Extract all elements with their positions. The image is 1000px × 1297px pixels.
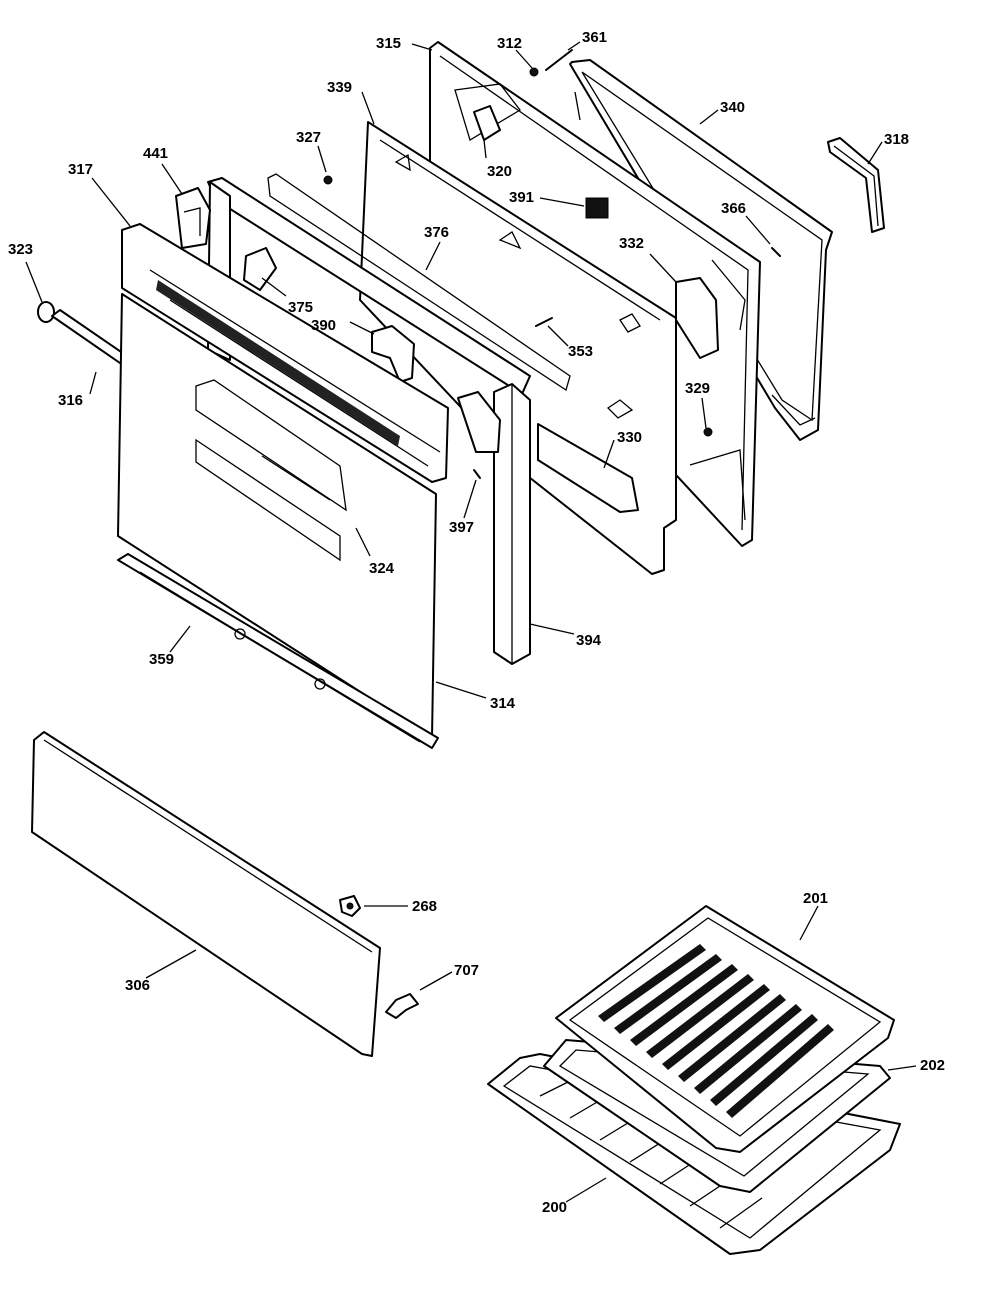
label-312: 312 — [497, 35, 522, 52]
part-318-hinge-bracket — [827, 137, 885, 233]
label-320: 320 — [487, 163, 512, 180]
label-329: 329 — [685, 380, 710, 397]
label-317: 317 — [68, 161, 93, 178]
part-306-drawer-panel — [31, 731, 381, 1057]
label-353: 353 — [568, 343, 593, 360]
leader-lines — [25, 41, 917, 1203]
part-366-screw — [771, 247, 781, 257]
label-361: 361 — [582, 29, 607, 46]
part-353-screw — [535, 317, 553, 327]
part-320-hinge — [473, 105, 501, 141]
label-314: 314 — [490, 695, 516, 712]
label-376: 376 — [424, 224, 449, 241]
part-441-bracket — [175, 187, 211, 249]
part-268-clip — [339, 895, 361, 917]
label-391: 391 — [509, 189, 534, 206]
part-359-bottom-trim — [117, 553, 439, 749]
label-390: 390 — [311, 317, 336, 334]
label-366: 366 — [721, 200, 746, 217]
label-324: 324 — [369, 560, 395, 577]
label-339: 339 — [327, 79, 352, 96]
part-312-screw — [529, 67, 539, 77]
label-330: 330 — [617, 429, 642, 446]
part-201-broiler-grid — [555, 905, 895, 1153]
part-707-fastener — [385, 993, 419, 1019]
part-394-side-trim — [457, 383, 531, 665]
label-306: 306 — [125, 977, 150, 994]
part-361-screw — [545, 49, 573, 71]
label-318: 318 — [884, 131, 909, 148]
label-340: 340 — [720, 99, 745, 116]
label-323: 323 — [8, 241, 33, 258]
part-397-screw — [473, 469, 481, 479]
label-441: 441 — [143, 145, 168, 162]
label-359: 359 — [149, 651, 174, 668]
part-317-vent-panel — [121, 223, 449, 483]
label-268: 268 — [412, 898, 437, 915]
label-397: 397 — [449, 519, 474, 536]
part-327-screw — [323, 175, 333, 185]
label-394: 394 — [576, 632, 602, 649]
label-375: 375 — [288, 299, 313, 316]
label-315: 315 — [376, 35, 401, 52]
label-200: 200 — [542, 1199, 567, 1216]
label-332: 332 — [619, 235, 644, 252]
label-202: 202 — [920, 1057, 945, 1074]
part-323-end-cap — [37, 301, 55, 323]
label-316: 316 — [58, 392, 83, 409]
label-707: 707 — [454, 962, 479, 979]
label-327: 327 — [296, 129, 321, 146]
part-labels: 315 312 361 339 340 318 327 320 391 366 … — [8, 29, 945, 1216]
label-201: 201 — [803, 890, 828, 907]
